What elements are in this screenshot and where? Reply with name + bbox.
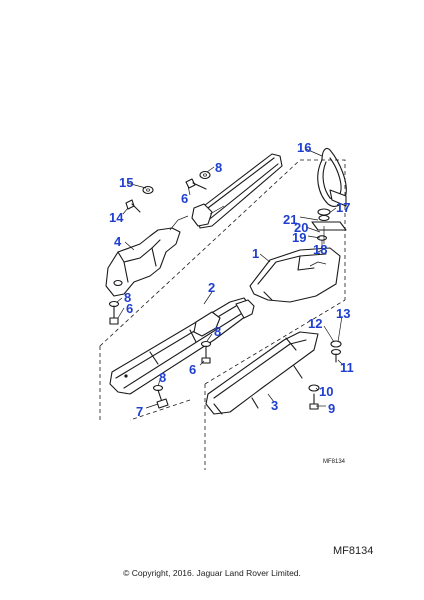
callout-10: 10	[319, 384, 333, 399]
inner-figure-code: MF8134	[323, 459, 346, 465]
callout-1: 1	[252, 246, 259, 261]
callout-8: 8	[124, 290, 131, 305]
fasteners	[108, 170, 342, 410]
callout-14: 14	[109, 210, 124, 225]
callout-8: 8	[215, 160, 222, 175]
callout-16: 16	[297, 140, 311, 155]
callout-6: 6	[189, 362, 196, 377]
callout-7: 7	[136, 404, 143, 419]
callout-20: 20	[294, 220, 308, 235]
callout-15: 15	[119, 175, 133, 190]
copyright-notice: © Copyright, 2016. Jaguar Land Rover Lim…	[123, 568, 301, 578]
callout-2: 2	[208, 280, 215, 295]
callout-21: 21	[283, 212, 297, 227]
callout-19: 19	[292, 230, 306, 245]
callout-9: 9	[328, 401, 335, 416]
upper-rail-bracket	[191, 153, 283, 229]
callout-labels: 15 14 8 6 4 8 6 2 1 8 6 8 7 3 16 17 21 2…	[109, 140, 354, 419]
callout-8: 8	[159, 370, 166, 385]
assembly-boundary	[99, 159, 346, 470]
plate-part-3	[205, 331, 319, 415]
shield-part-4	[105, 215, 189, 297]
rail-part-2	[109, 297, 255, 395]
leader-lines	[116, 148, 345, 409]
callout-11: 11	[340, 360, 354, 375]
callout-3: 3	[271, 398, 278, 413]
callout-6: 6	[126, 301, 133, 316]
callout-12: 12	[308, 316, 322, 331]
callout-18: 18	[313, 242, 327, 257]
callout-4: 4	[114, 234, 122, 249]
tray-part-1	[249, 247, 341, 303]
callout-6: 6	[181, 191, 188, 206]
clamp-stack	[311, 208, 347, 252]
callout-13: 13	[336, 306, 350, 321]
loop-strap-part-16	[317, 147, 347, 207]
figure-reference-code: MF8134	[333, 545, 374, 557]
callout-8: 8	[214, 324, 221, 339]
callout-17: 17	[336, 200, 350, 215]
